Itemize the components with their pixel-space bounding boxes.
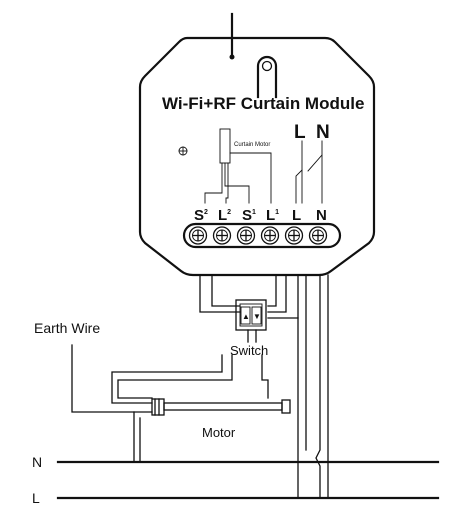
terminal-labels: S2 L2 S1 L1 L N <box>194 207 327 224</box>
mains-n-label: N <box>32 454 42 470</box>
mains-l-label: L <box>32 490 40 506</box>
screw-terminal-icon <box>308 226 328 245</box>
switch-label: Switch <box>230 343 268 358</box>
terminal-label: S1 <box>242 207 256 224</box>
module-input-l-label: L <box>294 122 306 143</box>
module-housing <box>138 36 376 277</box>
switch: ▲ ▼ <box>235 299 267 331</box>
terminal-label: S2 <box>194 207 208 224</box>
mounting-hole <box>256 55 278 99</box>
switch-down-icon: ▼ <box>253 312 261 321</box>
antenna-icon <box>229 12 235 60</box>
ground-icon <box>178 146 188 156</box>
screw-terminal-icon <box>212 226 232 245</box>
screw-terminal-icon <box>236 226 256 245</box>
earth-wire-label: Earth Wire <box>34 320 100 336</box>
internal-curtain-motor-label: Curtain Motor <box>234 142 270 148</box>
screw-terminal-icon <box>188 226 208 245</box>
terminal-block <box>182 222 342 249</box>
internal-wiring: Curtain Motor <box>178 128 323 204</box>
screw-terminal-icon <box>260 226 280 245</box>
module-input-n-label: N <box>316 122 330 143</box>
terminal-label: L <box>292 207 301 224</box>
motor <box>151 398 291 416</box>
module-title: Wi-Fi+RF Curtain Module <box>162 94 364 113</box>
external-wiring <box>71 274 329 499</box>
terminal-label: L2 <box>218 207 231 224</box>
screw-terminal-icon <box>284 226 304 245</box>
switch-up-icon: ▲ <box>242 312 250 321</box>
terminal-label: N <box>316 207 327 224</box>
motor-label: Motor <box>202 425 236 440</box>
terminal-label: L1 <box>266 207 279 224</box>
